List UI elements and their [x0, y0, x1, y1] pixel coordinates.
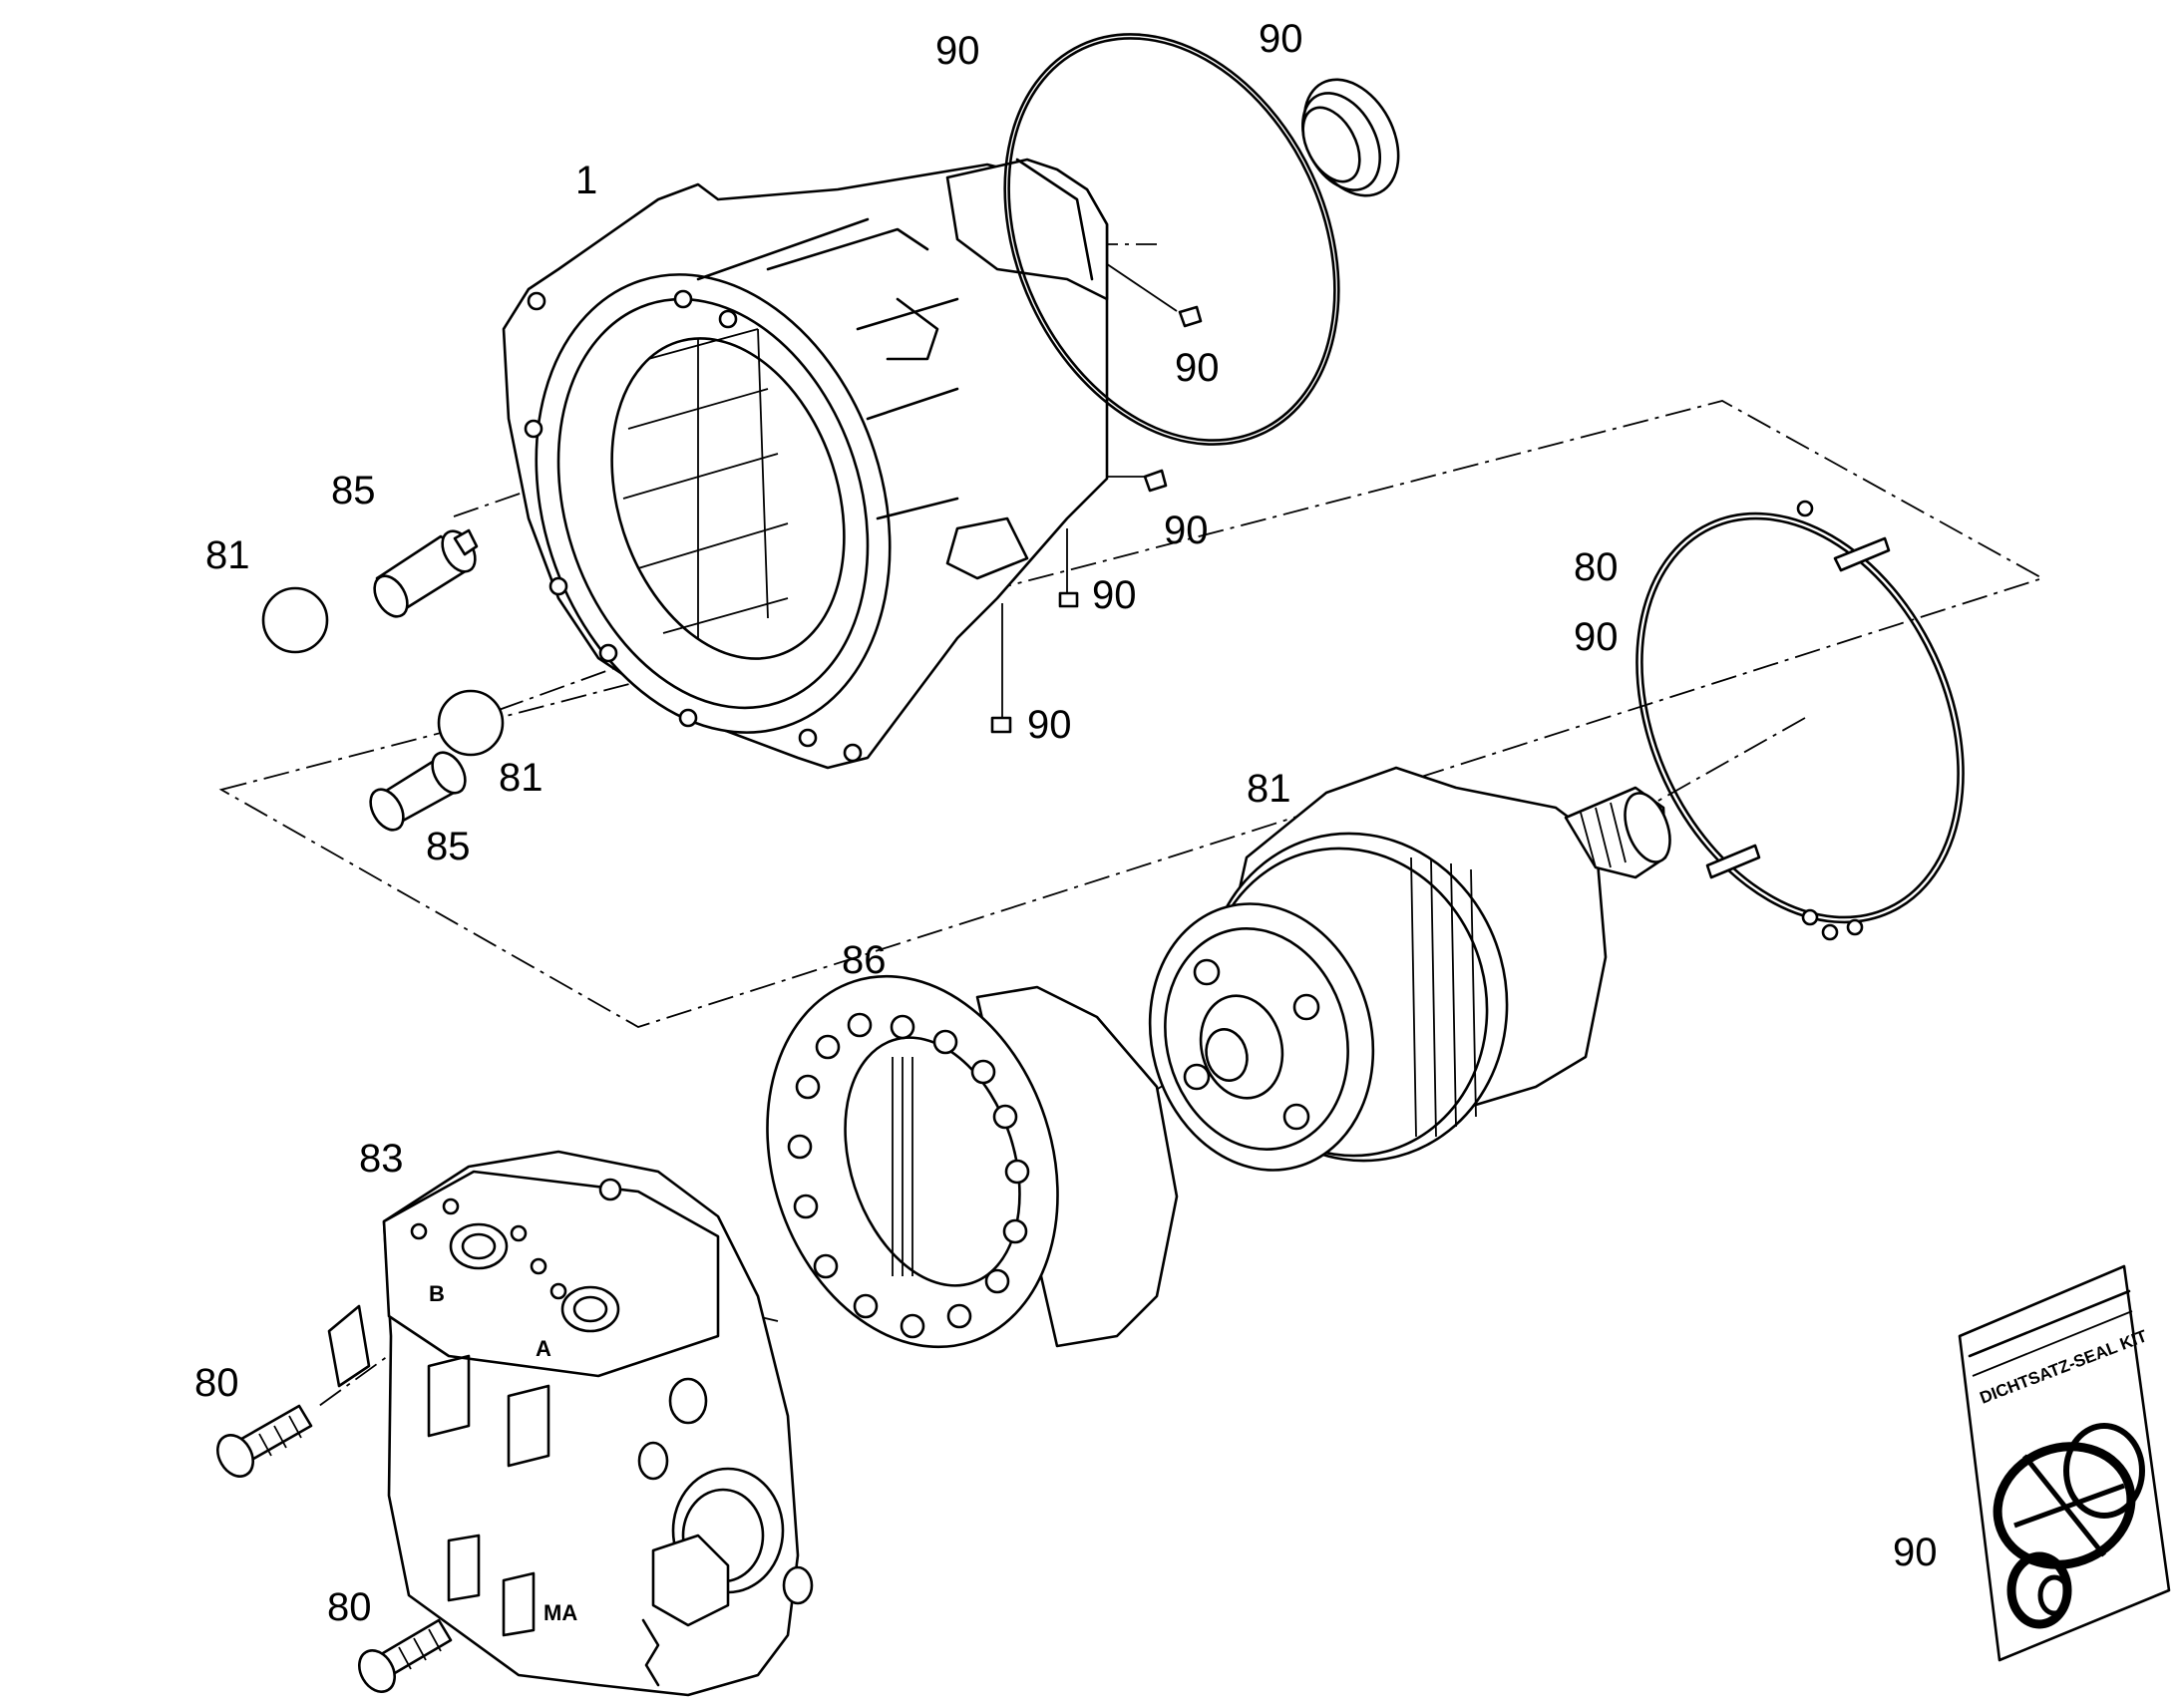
bolt-80-lower	[358, 1618, 453, 1693]
valve-port-ma-mark: MA	[544, 1600, 577, 1625]
callout-1: 1	[575, 159, 597, 202]
callout-85-upper: 85	[331, 469, 376, 512]
drive-unit-81	[1148, 766, 1671, 1172]
subassembly-boundary	[218, 400, 2045, 1028]
callout-81-ball-lower: 81	[499, 756, 544, 800]
callout-90-o-ring-top: 90	[935, 29, 980, 73]
valve-port-a-mark: A	[536, 1336, 551, 1361]
retaining-ring-with-pins	[1635, 500, 1965, 941]
housing-part-1	[502, 158, 1109, 770]
seal-rings-icon	[1993, 1423, 2145, 1629]
seal-kit-bag: DICHTSATZ-SEAL KIT	[1958, 1264, 2171, 1662]
plug-85-upper	[373, 528, 479, 618]
callout-90-seal-kit: 90	[1893, 1531, 1938, 1574]
callout-86: 86	[842, 938, 887, 982]
callout-85-lower: 85	[426, 825, 471, 868]
callout-83: 83	[359, 1137, 404, 1181]
ball-81-upper	[261, 586, 329, 654]
callout-80-bolt-upper: 80	[194, 1361, 239, 1405]
o-ring-top	[1003, 33, 1340, 446]
callout-90-ring: 90	[1574, 615, 1619, 659]
ball-81-lower	[437, 689, 505, 757]
shaft-seal-top	[1301, 78, 1400, 197]
callout-80-bolt-lower: 80	[327, 1585, 372, 1629]
valve-block-83: B A MA	[327, 1150, 814, 1697]
callout-81-drive: 81	[1247, 767, 1291, 811]
valve-port-b-mark: B	[429, 1281, 445, 1306]
callout-90-seal-top: 90	[1259, 17, 1303, 61]
callout-81-ball-upper: 81	[205, 533, 250, 577]
callout-90-screw-b: 90	[1164, 509, 1209, 552]
plug-85-lower	[369, 751, 467, 832]
callout-80-ring: 80	[1574, 545, 1619, 589]
brake-ring-86	[766, 974, 1179, 1349]
callout-90-screw-d: 90	[1027, 703, 1072, 747]
callout-90-screw-c: 90	[1092, 573, 1137, 617]
bolt-80-upper	[216, 1404, 313, 1478]
plug-screws	[990, 305, 1203, 734]
callout-90-screw-a: 90	[1175, 346, 1220, 390]
callout-labels: 1 90 90 90 90 90 90 85 81 81 85 80 90 81…	[194, 17, 1938, 1629]
